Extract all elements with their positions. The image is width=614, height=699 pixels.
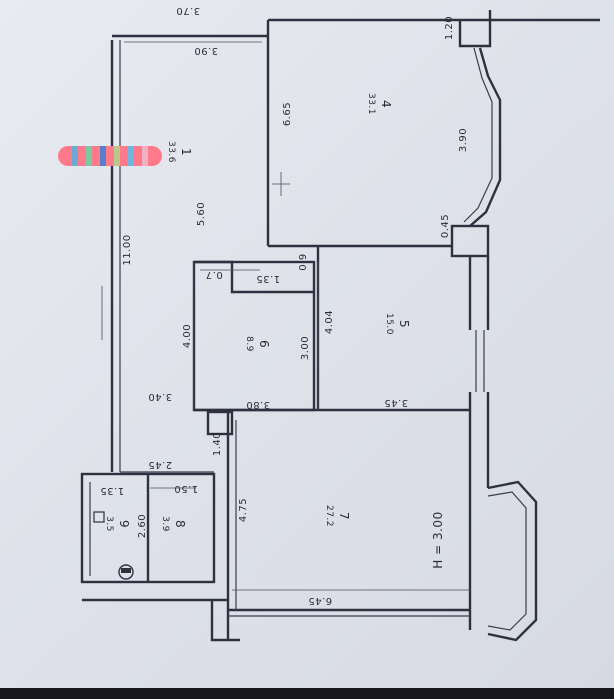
- dim-645: 6.45: [308, 595, 332, 606]
- room-1-number: 1: [179, 148, 193, 156]
- room-6-number: 6: [257, 340, 271, 348]
- dim-135b: 1.35: [100, 485, 124, 496]
- dim-top-370: 3.70: [176, 5, 200, 16]
- column-right-top: [450, 224, 490, 258]
- dim-390: 3.90: [458, 128, 469, 152]
- dim-1100: 11.00: [122, 234, 133, 265]
- wall-top-notch: [458, 10, 492, 48]
- dim-135: 1.35: [256, 273, 280, 284]
- room-6-area: 8.9: [244, 336, 254, 352]
- room-labels: 1 33.6 4 33.1 5 15.0 6 8.9 7 27.2 8 3.9: [104, 93, 411, 532]
- dim-665: 6.65: [282, 102, 293, 126]
- room-8-number: 8: [173, 520, 187, 528]
- room-5-number: 5: [397, 320, 411, 328]
- dimension-labels: 3.70 3.90 6.65 3.90 1.20 11.00 5.60 0.45…: [100, 5, 469, 606]
- room-7-area: 27.2: [324, 505, 334, 527]
- toilet-icon: [118, 564, 134, 580]
- dim-245: 2.45: [148, 459, 172, 470]
- room-4-area: 33.1: [366, 93, 376, 115]
- dim-404: 4.04: [324, 310, 335, 334]
- dim-475: 4.75: [238, 498, 249, 522]
- dim-340: 3.40: [148, 391, 172, 402]
- room-4-number: 4: [379, 100, 393, 108]
- screen-bottom-bar: [0, 688, 614, 699]
- wall-bay-room4: [469, 47, 502, 227]
- vent-icon: [93, 511, 105, 523]
- column-mid: [206, 410, 234, 436]
- wall-bay-room7-inner: [487, 491, 527, 631]
- dim-045: 0.45: [440, 214, 451, 238]
- dim-300: 3.00: [300, 336, 311, 360]
- dim-560: 5.60: [196, 202, 207, 226]
- wall-bay-room7: [487, 480, 538, 642]
- dim-380: 3.80: [246, 399, 270, 410]
- room-8-area: 3.9: [160, 516, 170, 532]
- room-9-area: 3.5: [104, 516, 114, 532]
- room-1-area: 33.6: [166, 141, 176, 163]
- redaction-stripe-icon: [58, 146, 162, 166]
- dim-345: 3.45: [384, 397, 408, 408]
- room-9-number: 9: [117, 520, 131, 528]
- wall-bay-room4-inner: [463, 47, 493, 223]
- dim-120: 1.20: [444, 16, 455, 40]
- dim-top-390: 3.90: [194, 45, 218, 56]
- dim-260: 2.60: [137, 514, 148, 538]
- dim-400: 4.00: [182, 324, 193, 348]
- ceiling-height-label: H = 3.00: [431, 511, 445, 568]
- dim-140: 1.40: [212, 432, 223, 456]
- wall-stub-bottom: [210, 600, 240, 642]
- dim-07: 0.7: [205, 269, 222, 280]
- wall-room6-nook: [194, 260, 314, 294]
- dim-09: 0.9: [298, 253, 309, 270]
- room-5-area: 15.0: [384, 313, 394, 335]
- room-7-number: 7: [337, 512, 351, 520]
- walls: [80, 10, 600, 642]
- dim-150: 1.50: [174, 483, 198, 494]
- dimension-lines: [101, 41, 470, 591]
